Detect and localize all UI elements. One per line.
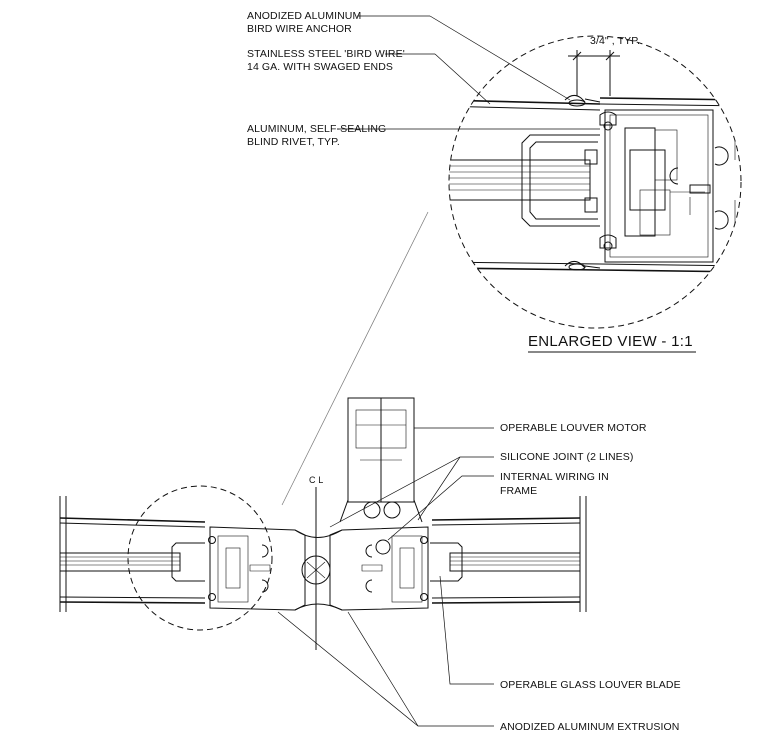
extrusion-label: ANODIZED ALUMINUM EXTRUSION xyxy=(500,721,679,733)
wiring-circle xyxy=(375,539,391,555)
blind-rivet-label-2: BLIND RIVET, TYP. xyxy=(247,136,340,148)
motor-label: OPERABLE LOUVER MOTOR xyxy=(500,422,647,434)
wiring-label-1: INTERNAL WIRING IN xyxy=(500,471,609,483)
glass-blade-label: OPERABLE GLASS LOUVER BLADE xyxy=(500,679,681,691)
main-section: C L OPERABLE LOUVER MOTOR SILICONE JOINT… xyxy=(59,397,681,733)
silicone-label: SILICONE JOINT (2 LINES) xyxy=(500,451,634,463)
dimension-label: 3/4" , TYP. xyxy=(590,35,640,47)
detail-reference-circle xyxy=(127,485,273,631)
enlarged-view-connector xyxy=(281,211,429,506)
blind-rivet-label-1: ALUMINUM, SELF-SEALING xyxy=(247,123,386,135)
centerline-symbol: C L xyxy=(309,475,323,485)
bird-wire-anchor-label-1: ANODIZED ALUMINUM xyxy=(247,10,361,22)
bird-wire-label-1: STAINLESS STEEL 'BIRD WIRE' xyxy=(247,48,405,60)
enlarged-view-title: ENLARGED VIEW - 1:1 xyxy=(528,333,693,350)
bird-wire-label-2: 14 GA. WITH SWAGED ENDS xyxy=(247,61,393,73)
bird-wire-anchor-label-2: BIRD WIRE ANCHOR xyxy=(247,23,352,35)
enlarged-view-boundary xyxy=(448,35,742,329)
wiring-label-2: FRAME xyxy=(500,485,537,497)
enlarged-view: 3/4" , TYP. ANODIZED ALUMINUM BIRD WIRE … xyxy=(247,10,742,506)
